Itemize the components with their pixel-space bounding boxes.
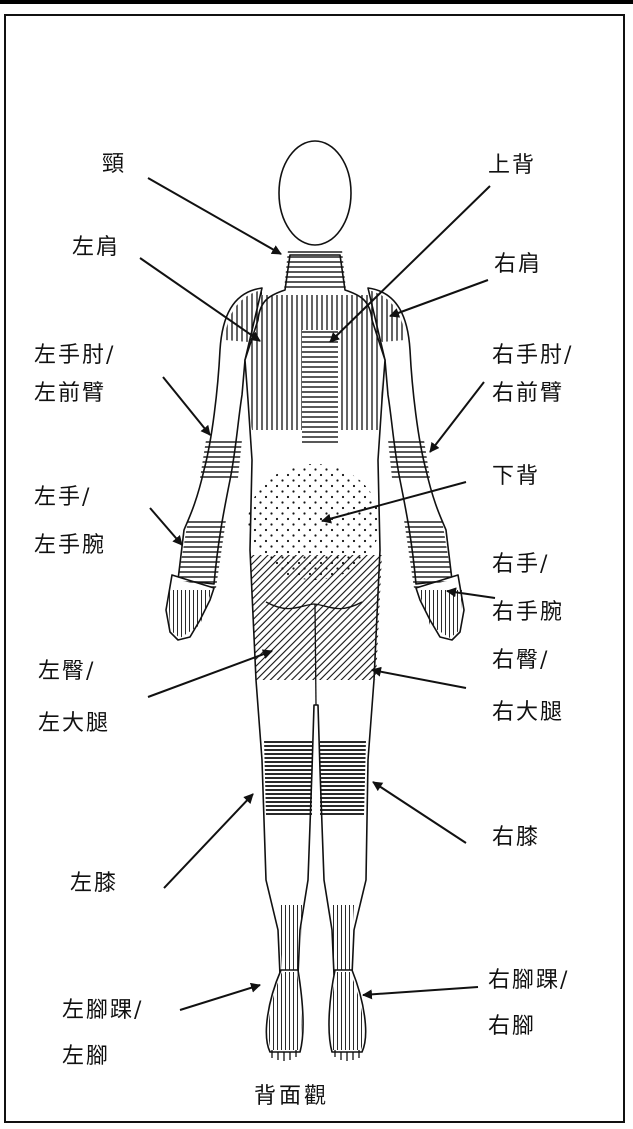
figure-frame	[4, 14, 625, 1123]
label-right-buttock-thigh: 右臀/ 右大腿	[492, 648, 565, 725]
contour-lines	[265, 601, 363, 1061]
top-border-bar	[0, 0, 633, 4]
lower-back-region	[248, 464, 380, 580]
shaded-regions	[168, 250, 462, 1050]
neck-region	[284, 250, 346, 290]
buttock-line	[265, 601, 363, 610]
label-right-hand-wrist: 右手/ 右手腕	[492, 552, 565, 625]
arrow-right-buttock	[371, 666, 467, 689]
left-knee-region	[264, 740, 312, 815]
arrow-left-buttock	[147, 649, 273, 698]
label-left-hand-wrist: 左手/ 左手腕	[34, 485, 107, 558]
label-left-elbow-forearm: 左手肘/ 左前臂	[34, 343, 116, 406]
spine-region	[302, 330, 338, 445]
arrow-lower-back	[321, 481, 467, 524]
arrow-upper-back	[329, 185, 491, 343]
left-elbow-region	[200, 440, 242, 478]
left-hand-region	[168, 590, 212, 638]
left-ankle-region	[278, 905, 302, 970]
right-toes	[334, 1050, 360, 1061]
arrow-right-shoulder	[389, 279, 489, 318]
right-knee-region	[320, 740, 366, 815]
label-left-shoulder: 左肩	[72, 235, 121, 260]
arrow-right-ankle	[362, 986, 479, 1000]
arrow-left-knee	[163, 793, 254, 889]
label-right-shoulder: 右肩	[494, 252, 543, 277]
left-toes	[271, 1050, 297, 1061]
label-neck: 頸	[102, 152, 127, 177]
label-lower-back: 下背	[492, 464, 541, 489]
label-left-ankle-foot: 左腳踝/ 左腳	[62, 998, 144, 1069]
label-right-ankle-foot: 右腳踝/ 右腳	[488, 968, 570, 1039]
right-elbow-region	[388, 440, 430, 478]
label-left-buttock-thigh: 左臀/ 左大腿	[38, 659, 111, 736]
arrow-left-hand	[149, 507, 183, 546]
leg-split-line	[314, 603, 317, 706]
buttock-thigh-region	[250, 555, 382, 680]
label-right-elbow-forearm: 右手肘/ 右前臂	[492, 343, 574, 406]
right-ankle-region	[330, 905, 354, 970]
arrow-left-elbow	[162, 376, 211, 436]
figure-caption: 背面觀	[254, 1084, 330, 1109]
right-hand-region	[418, 590, 462, 638]
arrow-right-knee	[372, 781, 467, 844]
arrow-neck	[147, 177, 282, 255]
arrow-right-hand	[446, 587, 496, 599]
label-right-knee: 右膝	[492, 825, 541, 850]
right-wrist-region	[404, 520, 452, 588]
head-outline	[278, 140, 352, 246]
label-upper-back: 上背	[488, 153, 537, 178]
arrow-right-elbow	[429, 381, 485, 453]
left-wrist-region	[178, 520, 226, 588]
arrows	[139, 177, 496, 1011]
label-left-knee: 左膝	[70, 871, 119, 896]
right-foot-region	[330, 972, 364, 1050]
arrow-left-ankle	[179, 982, 261, 1011]
left-foot-region	[268, 972, 302, 1050]
arrow-left-shoulder	[139, 257, 261, 342]
